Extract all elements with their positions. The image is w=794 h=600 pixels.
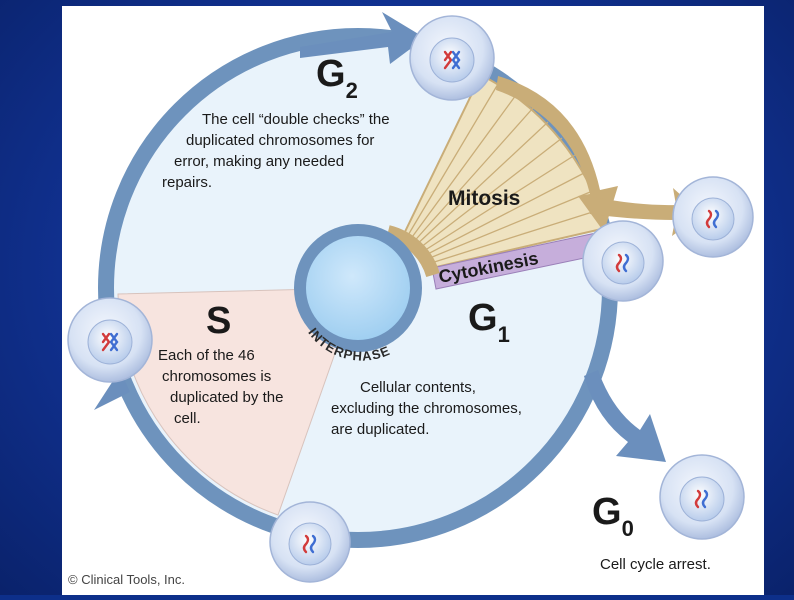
svg-text:Each of the 46: Each of the 46 xyxy=(158,347,255,364)
cell-g1-bottom xyxy=(269,501,351,583)
mitosis-inner-arc xyxy=(386,225,440,278)
g1-label: G1 xyxy=(468,297,510,347)
arrow-to-g0 xyxy=(584,370,666,462)
mitosis-label: Mitosis xyxy=(448,187,520,210)
svg-text:excluding the chromosomes,: excluding the chromosomes, xyxy=(331,400,522,417)
cell-g0 xyxy=(659,454,745,540)
g0-label: G0 xyxy=(592,491,634,541)
svg-text:duplicated chromosomes for: duplicated chromosomes for xyxy=(186,132,374,149)
interphase-ring xyxy=(294,224,422,352)
svg-text:chromosomes is: chromosomes is xyxy=(162,368,271,385)
cell-daughter-2 xyxy=(672,176,754,258)
s-label: S xyxy=(206,300,231,342)
svg-text:cell.: cell. xyxy=(174,410,201,427)
g1-description: Cellular contents, excluding the chromos… xyxy=(331,379,522,438)
cell-g2 xyxy=(409,15,495,101)
arrow-into-g2-cell xyxy=(300,12,425,64)
s-description: Each of the 46 chromosomes is duplicated… xyxy=(158,347,283,427)
cell-cycle-diagram: INTERPHASE xyxy=(67,12,754,587)
g2-description: The cell “double checks” the duplicated … xyxy=(162,111,390,191)
g2-label: G2 xyxy=(316,53,358,103)
svg-text:The cell “double checks” the: The cell “double checks” the xyxy=(202,111,390,128)
svg-text:duplicated by the: duplicated by the xyxy=(170,389,283,406)
credit-text: © Clinical Tools, Inc. xyxy=(68,572,185,587)
cell-s xyxy=(67,297,153,383)
svg-text:error, making any needed: error, making any needed xyxy=(174,153,344,170)
svg-text:repairs.: repairs. xyxy=(162,174,212,191)
svg-text:Cellular contents,: Cellular contents, xyxy=(360,379,476,396)
mitosis-arrows xyxy=(496,76,702,236)
svg-text:are duplicated.: are duplicated. xyxy=(331,421,429,438)
g0-description: Cell cycle arrest. xyxy=(600,556,711,573)
cell-daughter-1 xyxy=(582,220,664,302)
cell-cycle-diagram-panel: INTERPHASE xyxy=(62,6,764,595)
